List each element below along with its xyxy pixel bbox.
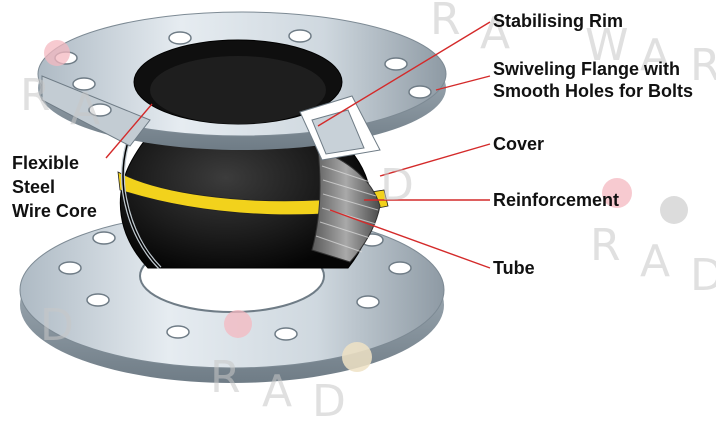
watermark-dot — [224, 310, 252, 338]
expansion-joint-diagram: R A W A R R A R A D D D R A D Stabilisin… — [12, 0, 716, 427]
watermark-letter: D — [312, 376, 348, 427]
label-tube: Tube — [493, 258, 535, 278]
label-wire-core-line3: Wire Core — [12, 201, 97, 221]
label-wire-core-line2: Steel — [12, 177, 56, 197]
label-cover: Cover — [493, 134, 545, 154]
label-stabilising-rim: Stabilising Rim — [493, 11, 624, 31]
leader-lines — [105, 21, 491, 269]
label-reinforcement: Reinforcement — [493, 190, 620, 210]
watermark-dot — [342, 342, 372, 372]
label-swiveling-flange-line2: Smooth Holes for Bolts — [493, 81, 694, 101]
label-swiveling-flange-line1: Swiveling Flange with — [493, 59, 681, 79]
watermark-letter: R — [210, 352, 243, 403]
top-flange — [37, 11, 447, 161]
label-wire-core-line1: Flexible — [12, 153, 80, 173]
watermark-letter: R — [20, 70, 53, 121]
watermark-letter: R — [590, 220, 623, 271]
watermark-letter: A — [262, 366, 295, 417]
watermark-letter: A — [70, 84, 103, 135]
watermark-letter: R — [430, 0, 463, 45]
leader-cover — [379, 143, 491, 177]
watermark-dot — [44, 40, 70, 66]
watermark-letter: D — [690, 250, 716, 301]
watermark-letter: A — [640, 236, 673, 287]
watermark-dot — [602, 178, 632, 208]
watermark-letter: W — [585, 20, 631, 71]
leader-wire-core — [105, 103, 153, 159]
watermark-dot — [660, 196, 688, 224]
watermark-letter: D — [380, 160, 416, 211]
leader-tube — [329, 209, 491, 269]
leader-swiveling-flange — [435, 75, 491, 91]
watermark-letter: R — [690, 40, 716, 91]
leader-stabilising-rim — [317, 21, 491, 127]
watermark-letter: A — [640, 30, 673, 81]
expansion-joint-illustration — [19, 11, 491, 383]
watermark-letter: D — [40, 300, 76, 351]
watermark-letter: A — [480, 8, 513, 59]
